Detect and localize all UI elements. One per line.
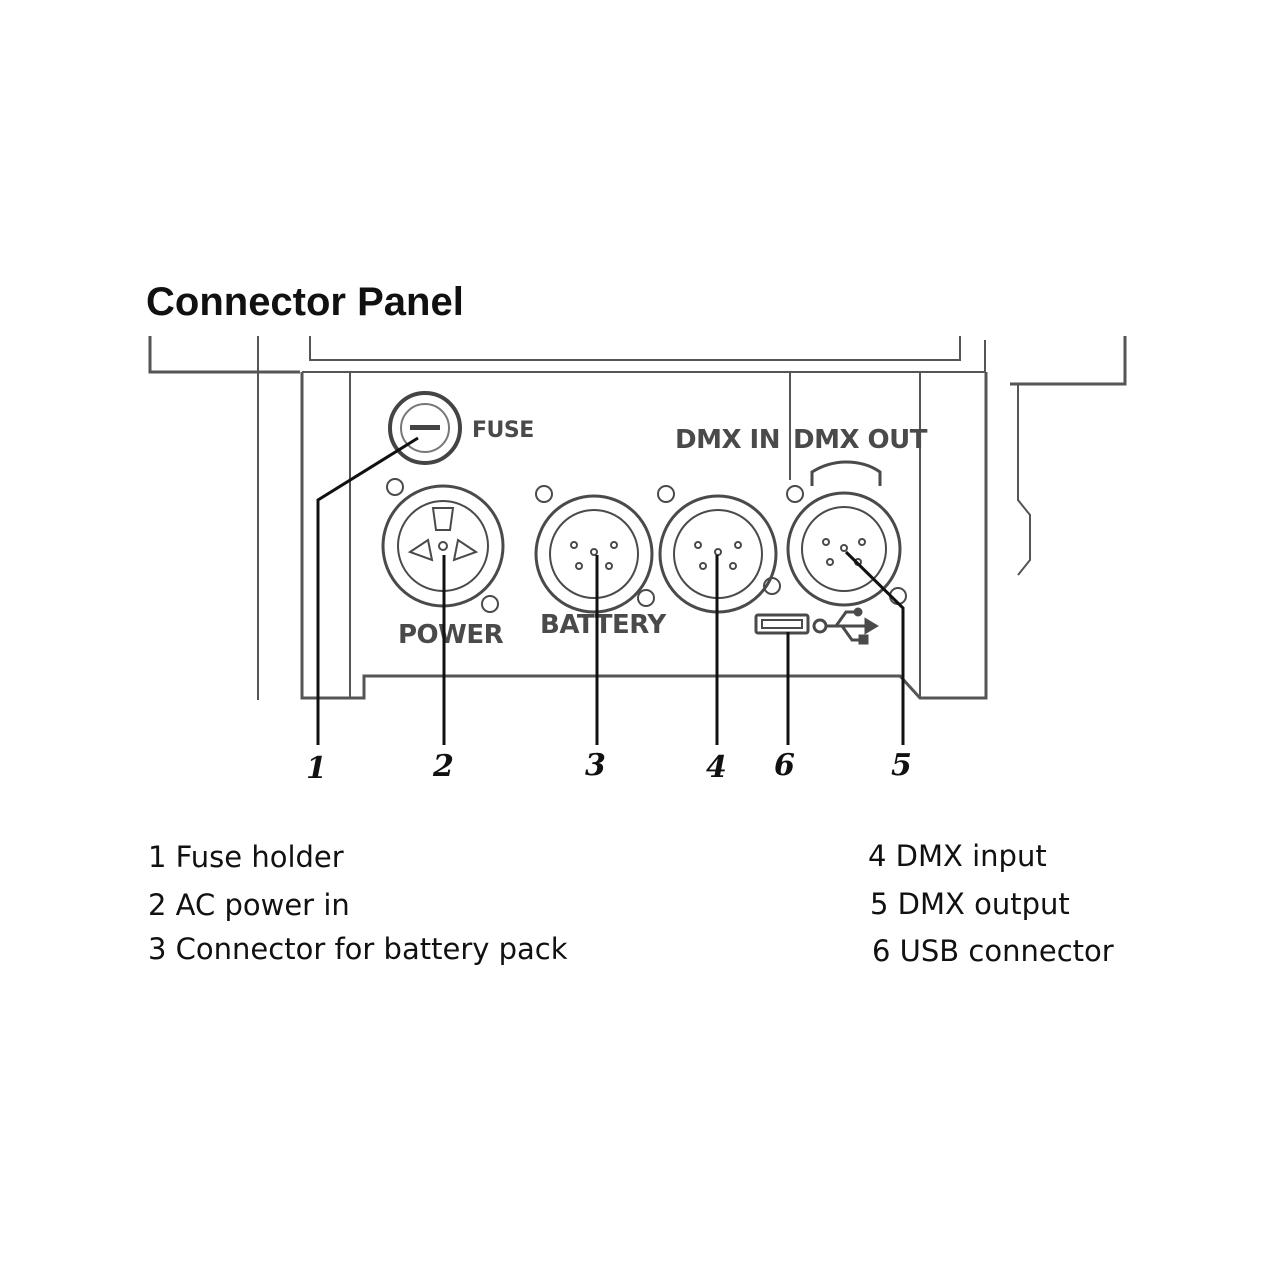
legend-item-usb-connector: 6 USB connector (872, 937, 1114, 966)
power-label: POWER (398, 620, 504, 650)
legend-text: AC power in (175, 888, 350, 922)
dmx-out-label: DMX OUT (793, 425, 928, 455)
leader-lines (316, 436, 905, 745)
usb-port-icon (754, 613, 810, 635)
legend-number: 5 (870, 887, 889, 921)
legend-text: Fuse holder (175, 840, 344, 874)
legend-item-battery-connector: 3 Connector for battery pack (148, 935, 568, 964)
usb-symbol-icon (812, 607, 879, 645)
legend-number: 2 (148, 888, 167, 922)
legend-item-ac-power: 2 AC power in (148, 891, 350, 920)
battery-connector-icon (534, 485, 655, 614)
legend-item-dmx-output: 5 DMX output (870, 890, 1070, 919)
legend-number: 1 (148, 840, 167, 874)
legend-number: 6 (872, 934, 891, 968)
legend-number: 3 (148, 932, 167, 966)
callout-number: 5 (891, 748, 912, 783)
legend-item-fuse-holder: 1 Fuse holder (148, 843, 344, 872)
housing-left-arm (148, 336, 300, 374)
panel-body-outline (300, 372, 988, 700)
legend-text: DMX output (897, 887, 1070, 921)
leader-line-1 (316, 436, 419, 745)
legend-text: USB connector (899, 934, 1114, 968)
diagram-title: Connector Panel (146, 280, 464, 324)
callout-number: 4 (706, 750, 727, 785)
dmx-in-connector-icon (657, 485, 781, 614)
legend-text: DMX input (895, 839, 1047, 873)
legend-item-dmx-input: 4 DMX input (868, 842, 1047, 871)
callout-number: 6 (774, 748, 795, 783)
callout-number: 1 (306, 751, 327, 786)
fuse-label: FUSE (472, 418, 534, 443)
legend-text: Connector for battery pack (175, 932, 568, 966)
housing-right-arm (1010, 336, 1127, 386)
fuse-holder-icon (388, 391, 462, 465)
leader-line-5 (844, 550, 905, 745)
legend-number: 4 (868, 839, 887, 873)
dmx-out-connector-icon (786, 460, 907, 607)
battery-label: BATTERY (540, 610, 667, 640)
callout-number: 3 (585, 748, 606, 783)
callout-number: 2 (432, 749, 454, 784)
dmx-in-label: DMX IN (675, 425, 780, 455)
